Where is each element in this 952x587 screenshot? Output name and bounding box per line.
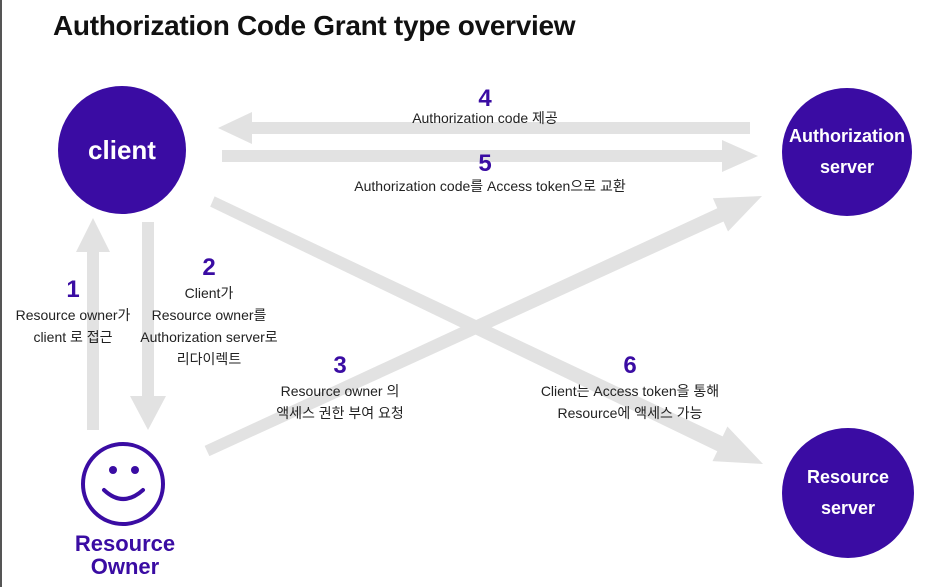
resource-server-node: Resource server xyxy=(782,428,914,558)
left-edge-line xyxy=(0,0,2,587)
step-4-number: 4 xyxy=(478,85,492,112)
step-6-number: 6 xyxy=(623,352,637,379)
client-node: client xyxy=(58,86,186,214)
step-1-text: Resource owner가 client 로 접근 xyxy=(15,307,131,345)
arrow-step-1 xyxy=(76,218,110,430)
smiley-face-icon xyxy=(81,442,165,526)
arrow-step-5 xyxy=(222,140,758,172)
diagram-title: Authorization Code Grant type overview xyxy=(53,10,576,41)
arrow-step-2 xyxy=(130,222,166,430)
step-3-number: 3 xyxy=(333,352,347,379)
arrow-step-4 xyxy=(218,112,750,144)
step-2-text: Client가 Resource owner를 Authorization se… xyxy=(140,285,278,367)
client-label: client xyxy=(88,134,156,165)
arrow-step-6 xyxy=(210,196,763,464)
resource-owner-label: Resource Owner xyxy=(74,531,176,579)
authorization-server-node: Authorization server xyxy=(782,88,912,216)
step-6-text: Client는 Access token을 통해 Resource에 액세스 가… xyxy=(540,383,720,421)
step-4-text: Authorization code 제공 xyxy=(412,110,558,126)
step-3-text: Resource owner 의 액세스 권한 부여 요청 xyxy=(276,383,404,421)
step-2-number: 2 xyxy=(202,254,216,281)
authorization-server-label: Authorization server xyxy=(789,126,905,177)
step-5-number: 5 xyxy=(478,150,492,177)
step-5-text: Authorization code를 Access token으로 교환 xyxy=(354,178,626,194)
resource-server-label: Resource server xyxy=(806,467,890,518)
step-1-number: 1 xyxy=(66,276,80,303)
